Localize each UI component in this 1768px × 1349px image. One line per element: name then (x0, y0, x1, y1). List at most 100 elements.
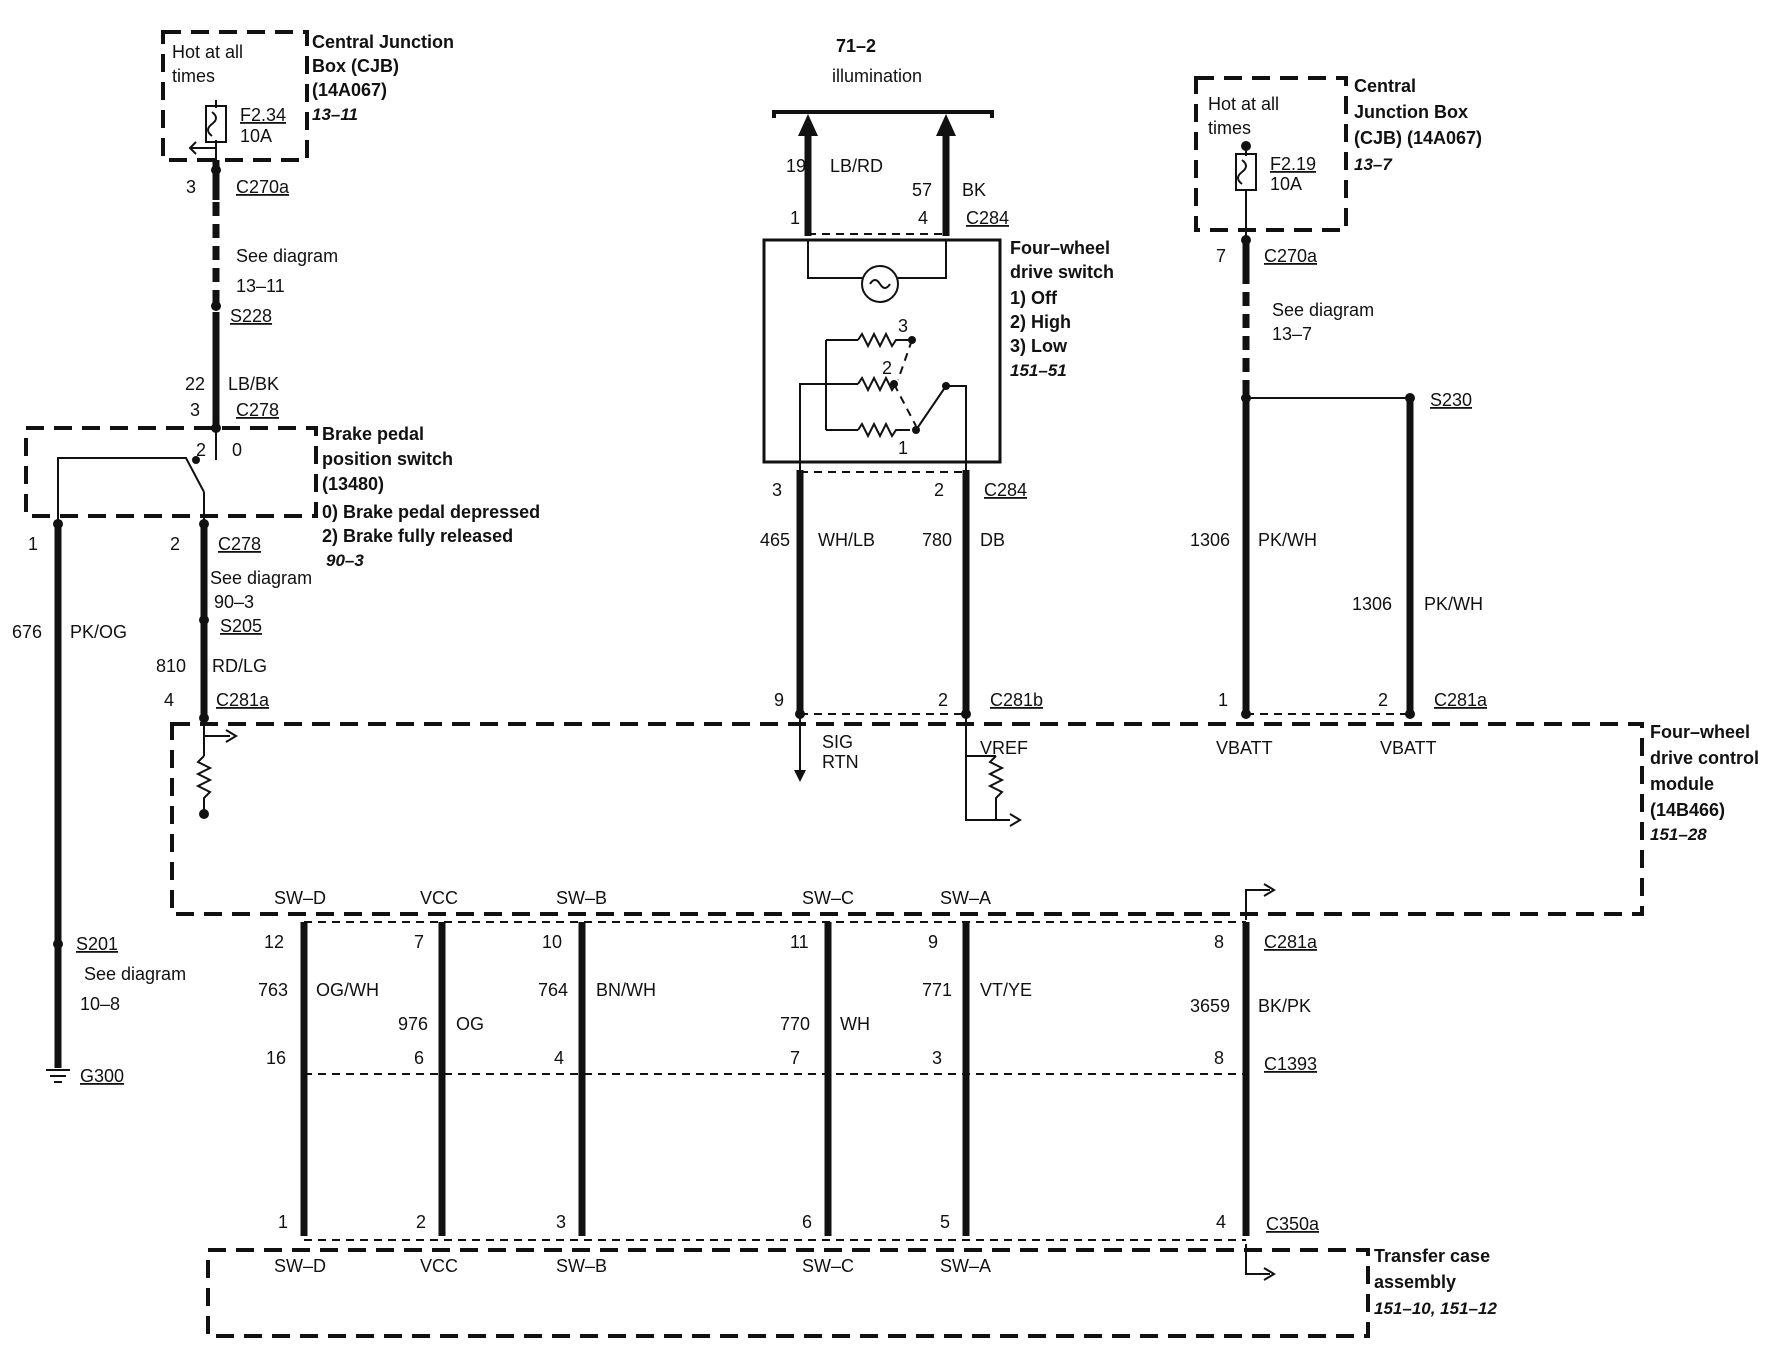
fuse-element (207, 100, 217, 160)
switch-wiper (915, 385, 967, 470)
pin-label: 3 (190, 400, 200, 420)
ground-column: 1 676 PK/OG S201 See diagram 10–8 G300 (12, 519, 186, 1086)
fuse-symbol (205, 105, 227, 143)
connector-c284-bottom: C284 (984, 480, 1027, 500)
bulb-icon (861, 265, 899, 303)
pin-label: 3 (186, 177, 196, 197)
circuit-number: 3659 (1190, 996, 1230, 1016)
module-ref: 151–28 (1650, 825, 1707, 844)
lower-wires: 12 7 10 11 9 8 C281a 763 OG/WH 976 OG 76… (258, 921, 1320, 1241)
connector-c281a-right: C281a (1434, 690, 1488, 710)
pin-label: 4 (164, 690, 174, 710)
ground-g300: G300 (80, 1066, 124, 1086)
right-columns: 7 C270a See diagram 13–7 S230 1306 PK/WH… (1190, 190, 1488, 719)
circuit-number: 763 (258, 980, 288, 1000)
cjb-left-box (161, 30, 309, 162)
brake-switch-box (24, 426, 318, 518)
wire-color: BN/WH (596, 980, 656, 1000)
module-pin-vcc: VCC (420, 888, 458, 908)
module-vbatt-1: VBATT (1216, 738, 1273, 758)
wire-color: WH (840, 1014, 870, 1034)
pin-label: 7 (1216, 246, 1226, 266)
cjb-right: Hot at all times F2.19 10A Central Junct… (1194, 76, 1482, 232)
wire-color: PK/WH (1424, 594, 1483, 614)
pin-label: 16 (266, 1048, 286, 1068)
fwd-title-2: drive switch (1010, 262, 1114, 282)
circuit-number: 771 (922, 980, 952, 1000)
illumination-ref: 71–2 (836, 36, 876, 56)
circuit-number: 22 (185, 374, 205, 394)
fwd-pos-3: 3) Low (1010, 336, 1068, 356)
pin-label: 4 (1216, 1212, 1226, 1232)
module-rtn-label: RTN (822, 752, 859, 772)
splice-s205: S205 (220, 616, 262, 636)
cjb-right-title-1: Central (1354, 76, 1416, 96)
cjb-left-hot-2: times (172, 66, 215, 86)
switch-position-1: 1 (898, 438, 908, 458)
tc-pin-sw-c: SW–C (802, 1256, 854, 1276)
wire-color: BK/PK (1258, 996, 1311, 1016)
circuit-number: 676 (12, 622, 42, 642)
wire-color: OG (456, 1014, 484, 1034)
cjb-left-fuse: F2.34 (240, 105, 286, 125)
pin-label: 9 (774, 690, 784, 710)
pin-label: 6 (802, 1212, 812, 1232)
left-column: 3 C270a See diagram 13–11 S228 22 LB/BK … (185, 160, 338, 433)
pin-label: 1 (278, 1212, 288, 1232)
illumination-label: illumination (832, 66, 922, 86)
wire-color: OG/WH (316, 980, 379, 1000)
tc-pin-sw-a: SW–A (940, 1256, 991, 1276)
connector-c270a-left: C270a (236, 177, 290, 197)
pin-label: 9 (928, 932, 938, 952)
fuse-symbol (1235, 153, 1257, 191)
middle-columns: 3 2 C284 465 WH/LB 780 DB 9 2 C281b (760, 470, 1043, 827)
circuit-number: 465 (760, 530, 790, 550)
pin-label: 6 (414, 1048, 424, 1068)
circuit-number: 764 (538, 980, 568, 1000)
pin-label: 8 (1214, 932, 1224, 952)
connector-c1393: C1393 (1264, 1054, 1317, 1074)
circuit-number: 1306 (1352, 594, 1392, 614)
circuit-number: 976 (398, 1014, 428, 1034)
pin-label: 2 (938, 690, 948, 710)
fwd-pos-2: 2) High (1010, 312, 1071, 332)
see-diagram-ref: 13–11 (236, 276, 285, 296)
brake-title-3: (13480) (322, 474, 384, 494)
module-vbatt-2: VBATT (1380, 738, 1437, 758)
fuse-arrow (188, 141, 216, 155)
switch-travel (893, 339, 917, 427)
cjb-right-amps: 10A (1270, 174, 1302, 194)
switch-position-3: 3 (898, 316, 908, 336)
tc-pin-sw-b: SW–B (556, 1256, 607, 1276)
switch-contact (57, 457, 205, 520)
module-title-4: (14B466) (1650, 800, 1725, 820)
see-diagram-text: See diagram (84, 964, 186, 984)
transfer-case: SW–D VCC SW–B SW–C SW–A Transfer case as… (206, 1244, 1497, 1338)
see-diagram-text: See diagram (1272, 300, 1374, 320)
pin-label: 7 (414, 932, 424, 952)
pin-label: 3 (556, 1212, 566, 1232)
cjb-left-ref: 13–11 (312, 105, 358, 124)
left-column-lower: 2 C278 See diagram 90–3 S205 810 RD/LG 4… (156, 519, 312, 819)
pin-label: 4 (554, 1048, 564, 1068)
pin-label: 2 (170, 534, 180, 554)
wire-color: PK/OG (70, 622, 127, 642)
tc-ref: 151–10, 151–12 (1374, 1299, 1497, 1318)
connector-c278: C278 (236, 400, 279, 420)
switch-position-2: 2 (882, 358, 892, 378)
fwd-pos-1: 1) Off (1010, 288, 1058, 308)
module-box (170, 722, 1644, 916)
see-diagram-text: See diagram (210, 568, 312, 588)
cjb-right-title-2: Junction Box (1354, 102, 1468, 122)
cjb-right-box (1194, 76, 1348, 232)
circuit-number: 780 (922, 530, 952, 550)
tc-title-1: Transfer case (1374, 1246, 1490, 1266)
pin-label: 2 (1378, 690, 1388, 710)
pin-label: 8 (1214, 1048, 1224, 1068)
module-vref-label: VREF (980, 738, 1028, 758)
cjb-right-hot-1: Hot at all (1208, 94, 1279, 114)
connector-c281a-left: C281a (216, 690, 270, 710)
module-pin-sw-b: SW–B (556, 888, 607, 908)
brake-title-1: Brake pedal (322, 424, 424, 444)
brake-title-2: position switch (322, 449, 453, 469)
